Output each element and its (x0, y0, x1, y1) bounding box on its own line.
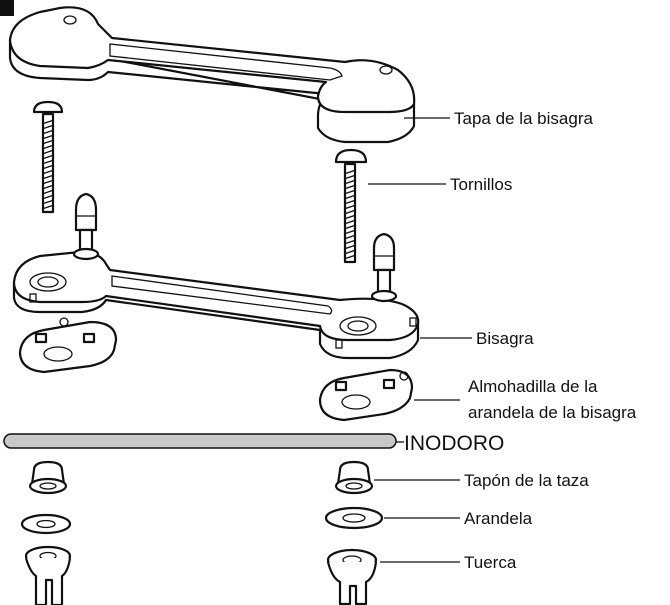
screw-thread-mark (41, 199, 55, 205)
screw-thread-mark (41, 119, 55, 125)
hinge-label: Bisagra (476, 329, 534, 348)
screw-thread-mark (343, 204, 357, 210)
hinge-post-left (72, 192, 100, 261)
screw-thread-mark (41, 174, 55, 180)
hinge-cap-label: Tapa de la bisagra (454, 109, 593, 128)
screw-thread-mark (41, 204, 55, 210)
nut-right (326, 548, 378, 605)
toilet-bar (3, 433, 397, 449)
screw-thread-mark (41, 149, 55, 155)
screw-thread-mark (41, 129, 55, 135)
hinge-cap-part (8, 6, 416, 144)
screws-label: Tornillos (450, 175, 512, 194)
bowl-plug-left (28, 460, 68, 495)
screw-thread-mark (41, 169, 55, 175)
hinge-post-right (370, 232, 398, 303)
screw-thread-mark (343, 234, 357, 240)
corner-tab (0, 0, 14, 16)
screw-thread-mark (343, 239, 357, 245)
screw-thread-mark (41, 184, 55, 190)
screw-thread-mark (343, 219, 357, 225)
screw-thread-mark (41, 134, 55, 140)
screw-thread-mark (343, 194, 357, 200)
screw-thread-mark (41, 144, 55, 150)
screw-thread-mark (343, 184, 357, 190)
screw-thread-mark (343, 179, 357, 185)
washer-pad-left (18, 317, 118, 374)
screw-thread-mark (343, 229, 357, 235)
screw-thread-mark (343, 244, 357, 250)
nut-label: Tuerca (464, 553, 517, 572)
screw-thread-mark (41, 179, 55, 185)
toilet-label: INODORO (404, 432, 504, 455)
screw-left (32, 100, 64, 214)
washer-pad-right (318, 368, 414, 422)
screw-thread-mark (41, 159, 55, 165)
screw-thread-mark (343, 199, 357, 205)
screw-thread-mark (343, 174, 357, 180)
screw-thread-mark (41, 154, 55, 160)
bowl-plug-right (334, 460, 374, 495)
screw-thread-mark (343, 224, 357, 230)
washer-left (20, 513, 72, 535)
washer-right (324, 506, 384, 530)
nut-left (24, 545, 72, 605)
bowl-plug-label: Tapón de la taza (464, 471, 589, 490)
screw-thread-mark (41, 124, 55, 130)
screw-thread-mark (343, 214, 357, 220)
screw-right (334, 148, 368, 264)
screw-thread-mark (41, 164, 55, 170)
screw-thread-mark (343, 254, 357, 260)
screw-thread-mark (343, 209, 357, 215)
washer-pad-label-line1: Almohadilla de la (468, 377, 598, 396)
washer-label: Arandela (464, 509, 533, 528)
screw-thread-mark (343, 189, 357, 195)
screw-thread-mark (343, 169, 357, 175)
screw-thread-mark (41, 194, 55, 200)
screw-thread-mark (343, 249, 357, 255)
screw-thread-mark (41, 139, 55, 145)
screw-thread-mark (41, 189, 55, 195)
washer-pad-label-line2: arandela de la bisagra (468, 403, 637, 422)
